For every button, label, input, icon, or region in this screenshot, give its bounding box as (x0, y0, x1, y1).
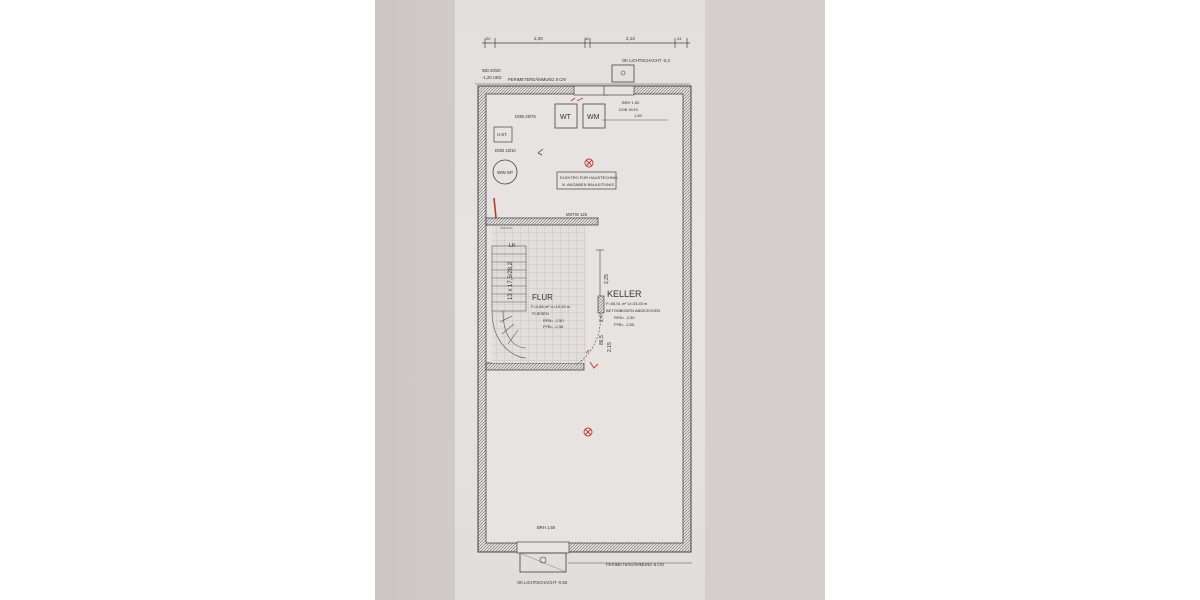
lightwell-bottom (519, 552, 567, 573)
stair (491, 227, 527, 359)
door-dim-2-15: 2,15 (607, 342, 613, 352)
flur-level-2: FFB= -2,38 (543, 324, 564, 329)
dob-label: DOB 25/78 (515, 114, 536, 119)
ukd-label: -1,20 UKD (482, 75, 502, 80)
keller-level-2: FFB= -2,50 (614, 322, 635, 327)
wwsp-label: WW-SP (497, 170, 513, 175)
wt-fixture (554, 103, 578, 129)
brh-top-label: BRH 1,50 (622, 100, 640, 105)
perimeter-bottom-label: PERIMETERDÄMMUNG 8 CM (606, 562, 664, 567)
flur-floor: FLIESEN (532, 311, 549, 316)
perimeter-top-label: PERIMETERDÄMMUNG 8 CM (508, 77, 566, 82)
flur-level-1: RFB= -2,50 (543, 318, 564, 323)
dimension-label: 11 (585, 36, 590, 41)
drain-bottom-icon (539, 556, 547, 564)
wm-fixture (582, 103, 606, 129)
stair-steps-label: 13 x 17,5/26,2 (508, 261, 514, 300)
lightwell-top-label: OK LICHTSCHACHT -0,3 (622, 58, 671, 63)
elektro-note-box (556, 171, 617, 190)
drain-top-icon (620, 70, 626, 76)
lightwell-bottom-label: OK LICHTSCHACHT -0,83 (517, 580, 568, 585)
elektro-note-line1: ELEKTRO FÜR HAUSTECHNIK (560, 175, 618, 180)
door-dim-2-25: 2,25 (604, 274, 610, 284)
wm-label: WM (587, 114, 600, 121)
dimension-label: 20 (486, 36, 491, 41)
lightwell-top (611, 64, 635, 83)
ust-box (493, 126, 513, 143)
dimension-label: 24 (677, 36, 682, 41)
wt-label: WT (560, 114, 572, 121)
stair-lk-label: LK (509, 243, 516, 249)
dob-small-label: DOB 15/15 (619, 108, 638, 112)
hall-tile-floor (492, 226, 586, 363)
brh-bottom-label: BRH 1,50 (537, 525, 556, 530)
keller-level-1: RFB= -2,50 (614, 315, 635, 320)
dim-1-89-label: 1,89 (634, 113, 643, 118)
top-dimension-chain (482, 38, 690, 48)
ust-label: U-ST. (497, 132, 507, 137)
flur-area: F=4,88 m² U=10,59 m (531, 304, 571, 309)
warm-water-tank (492, 159, 518, 185)
dimension-label: 2,20 (534, 36, 543, 41)
keller-floor: BETONBODEN ABGEZOGEN (606, 308, 660, 313)
mstw-label: MSTW 125 (566, 212, 588, 217)
wd-label: WD 20/20 (482, 68, 501, 73)
flur-name: FLUR (532, 293, 553, 302)
door-dim-86-5: 86,5 (599, 335, 605, 345)
dimension-label: 2,13 (626, 36, 635, 41)
elektro-note-line2: N. ANGABEN BAULEITUNG! (562, 182, 614, 187)
dob2-label: DOB 10/10 (495, 148, 516, 153)
electric-markings (493, 97, 599, 437)
keller-name: KELLER (607, 289, 642, 299)
door-dim-2-4: 2,4 (599, 315, 605, 322)
door-swing (575, 249, 604, 366)
keller-area: F=36,51 m² U=33,43 m (606, 301, 648, 306)
